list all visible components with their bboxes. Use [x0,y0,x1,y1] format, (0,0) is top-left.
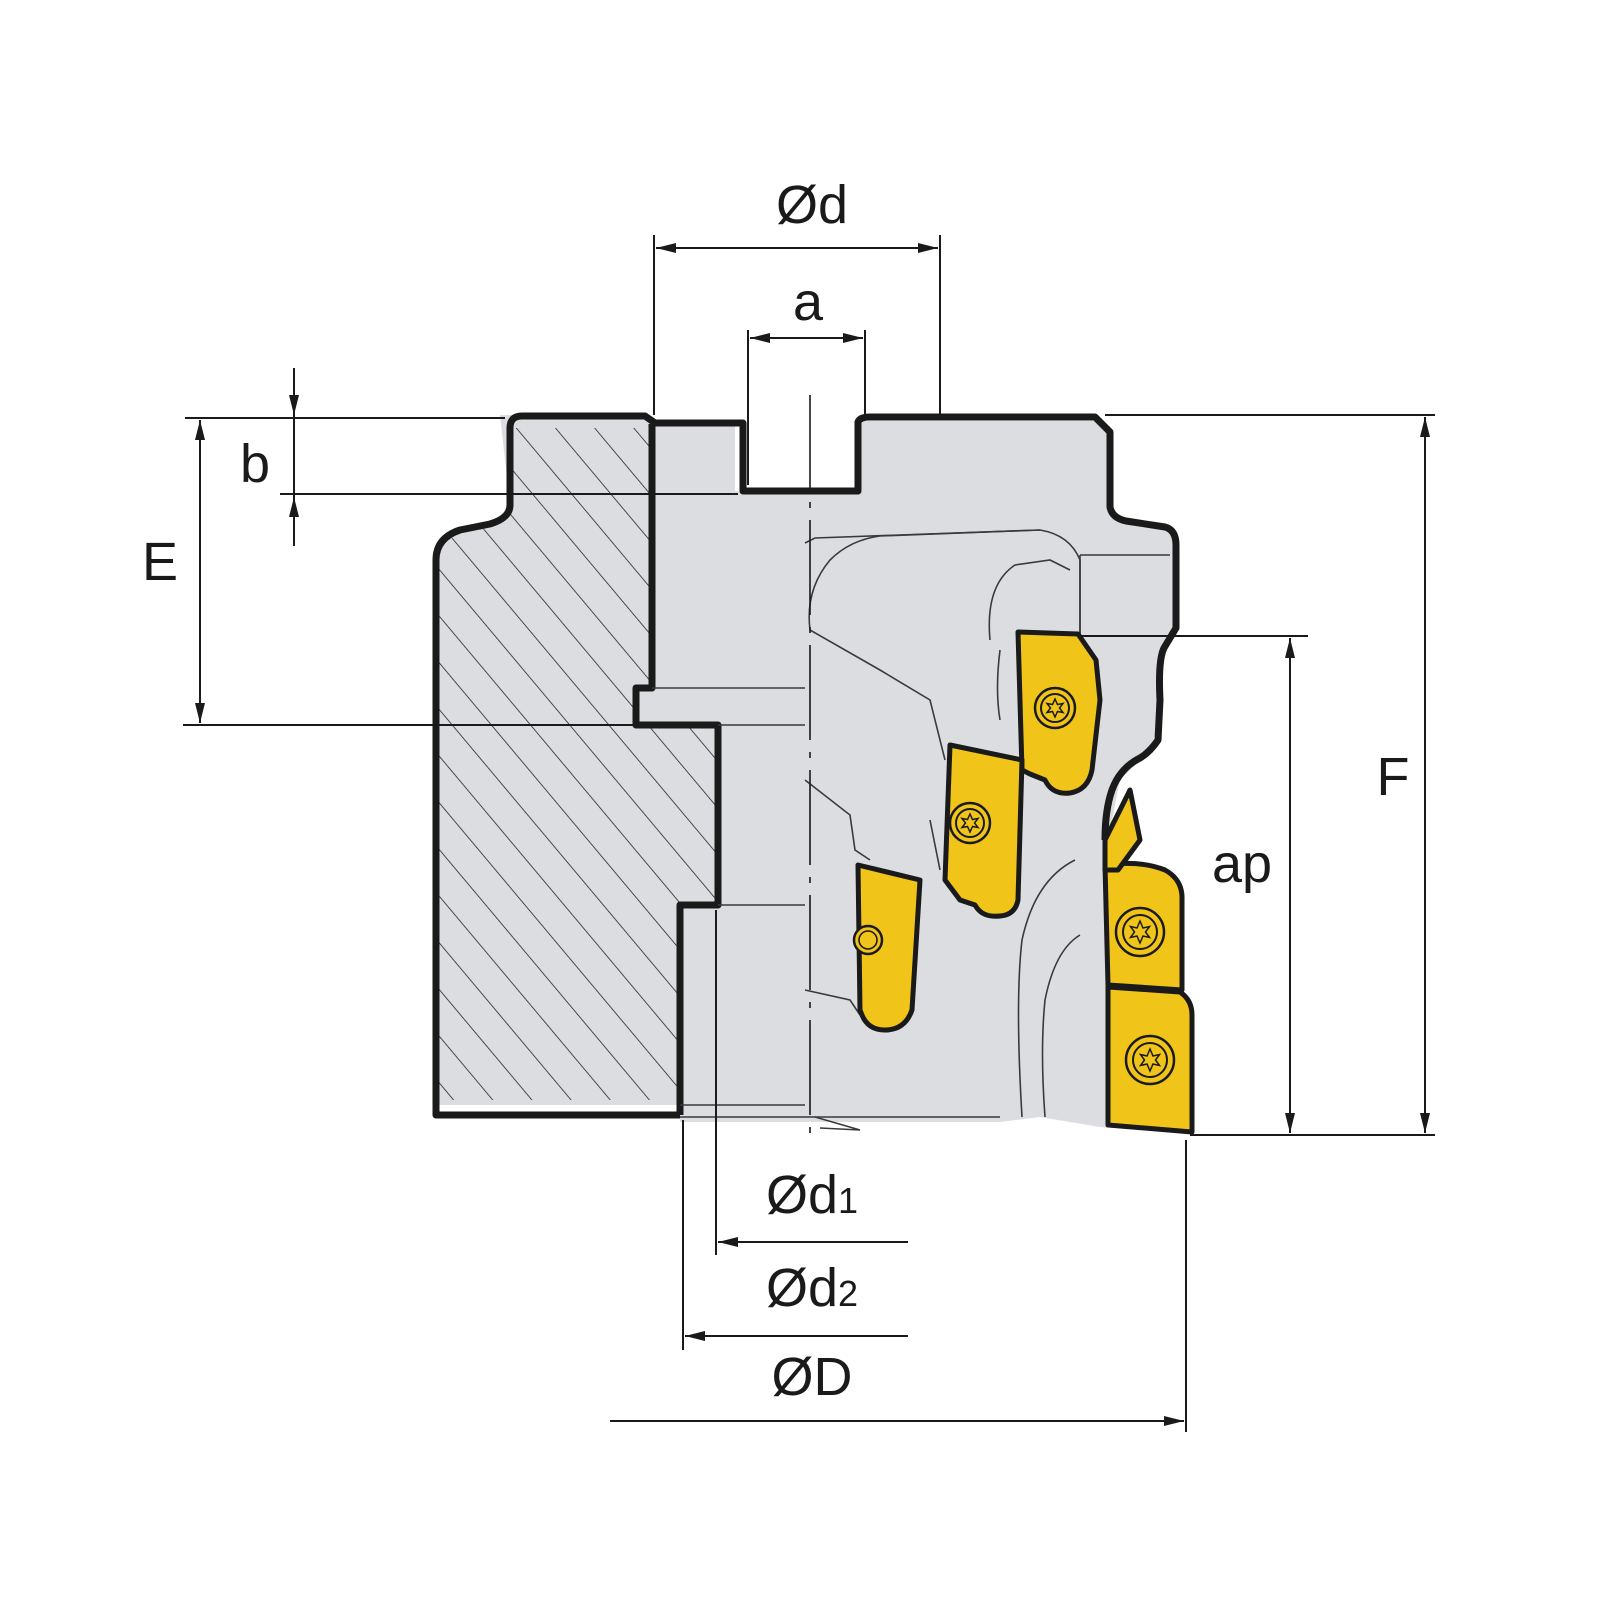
dim-label-inner-diameter-1: Ød1 [766,1165,858,1225]
insert-edge [1102,787,1143,873]
hatched-section [436,428,718,1100]
dim-label-keyway-width: a [793,272,824,332]
inserts [852,629,1195,1135]
dim-label-overall-height: F [1377,747,1410,807]
torx-screw-icon [1114,906,1166,958]
insert-1 [1015,629,1103,796]
cutter-body [432,412,1190,1132]
insert-5 [1105,984,1195,1135]
torx-screw-icon [1124,1034,1176,1086]
insert-3 [852,862,923,1033]
dimensions: Ød a b E F ap Ød1 [142,175,1435,1432]
dim-label-bore-depth: E [142,532,178,592]
dim-label-inner-diameter-2: Ød2 [766,1258,858,1318]
dim-label-cutting-depth: ap [1212,834,1272,894]
torx-screw-icon [852,924,884,956]
insert-4 [1102,860,1185,993]
dim-label-cutter-diameter: ØD [772,1347,853,1407]
dim-label-bore-diameter: Ød [776,175,848,235]
torx-screw-icon [1033,686,1077,730]
dim-label-keyway-depth: b [240,434,270,494]
insert-2 [942,742,1025,919]
torx-screw-icon [948,801,992,845]
